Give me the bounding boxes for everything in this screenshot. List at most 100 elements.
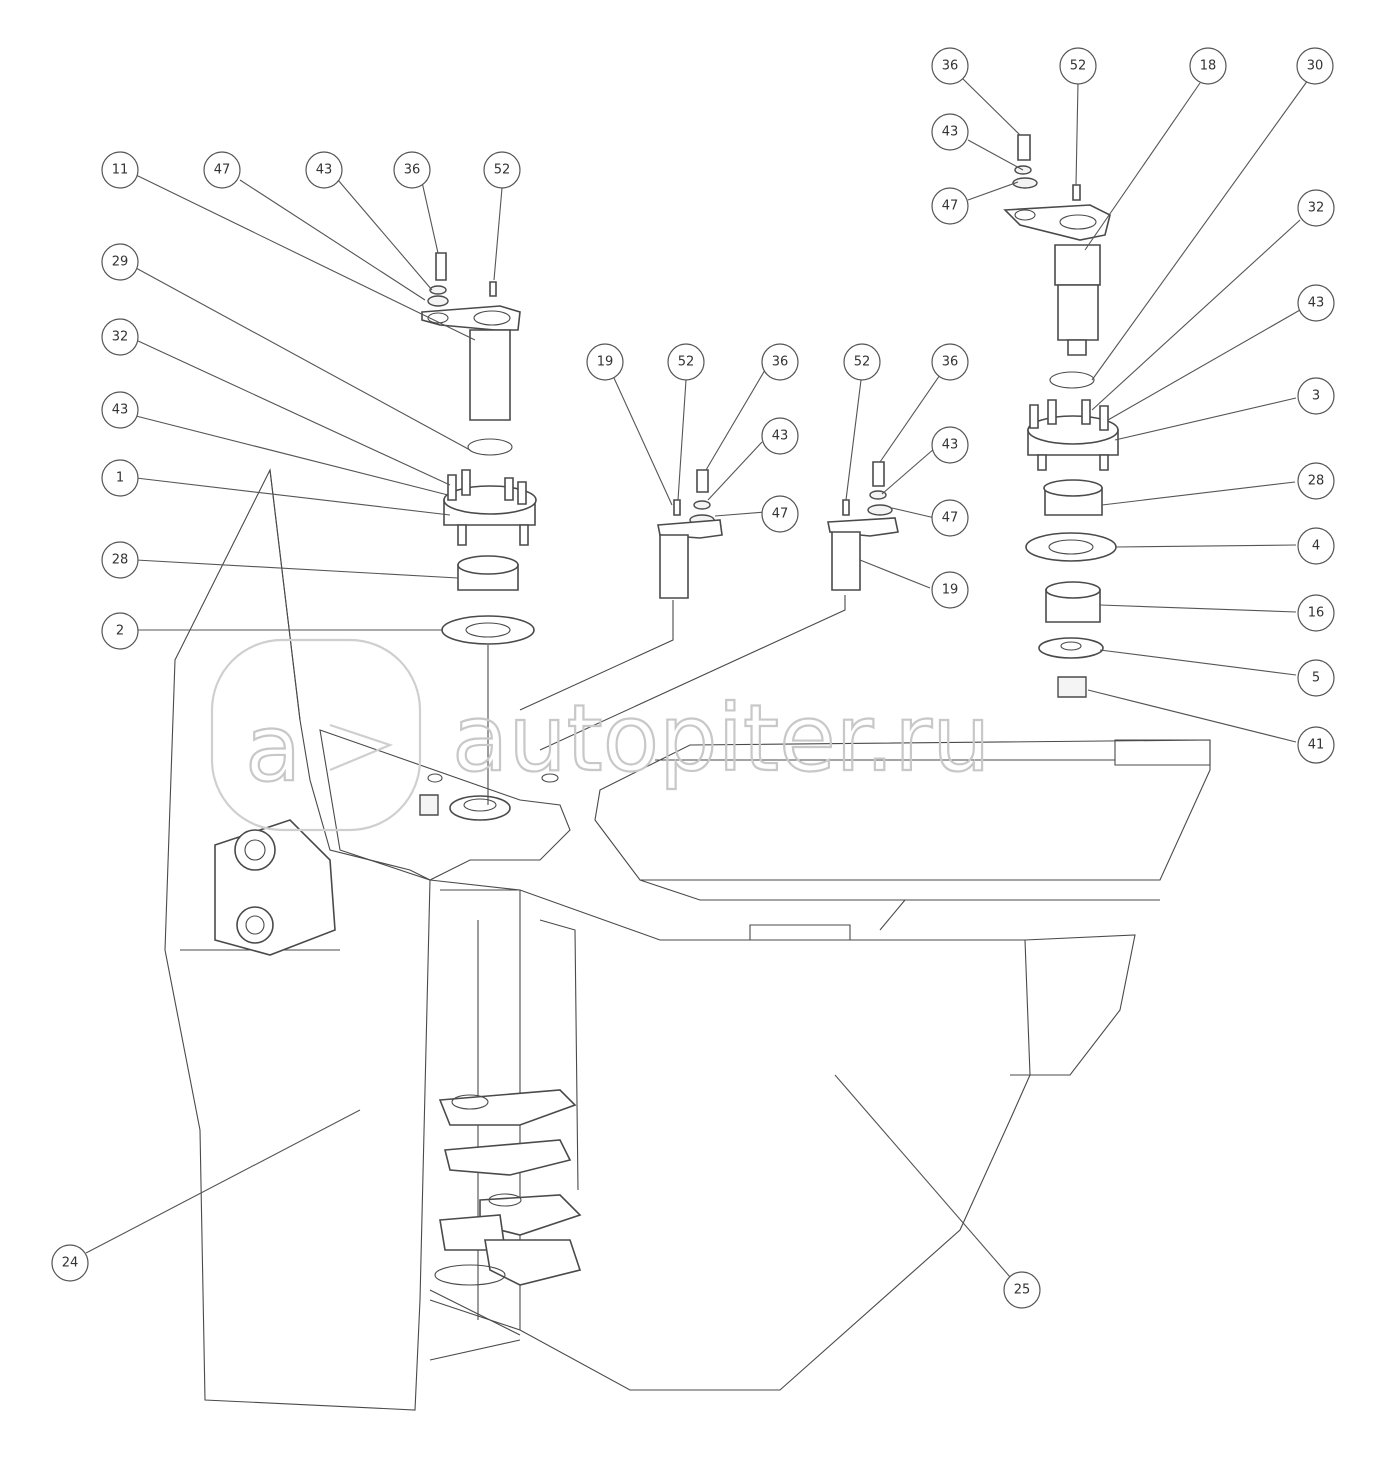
callout-circle [931, 426, 969, 464]
callout-circle [393, 151, 431, 189]
callout-43: 43 [931, 113, 969, 151]
callout-3: 3 [1297, 377, 1335, 415]
callout-52: 52 [1059, 47, 1097, 85]
callout-19: 19 [931, 571, 969, 609]
callout-circle [1297, 284, 1335, 322]
callout-circle [931, 343, 969, 381]
callout-25: 25 [1003, 1271, 1041, 1309]
callout-16: 16 [1297, 594, 1335, 632]
callout-circle [931, 47, 969, 85]
callout-43: 43 [101, 391, 139, 429]
callout-5: 5 [1297, 659, 1335, 697]
callout-label: 43 [942, 125, 959, 140]
callout-circle [667, 343, 705, 381]
frame-part-25 [429, 739, 1211, 1391]
callout-label: 32 [1308, 201, 1325, 216]
callout-52: 52 [843, 343, 881, 381]
callout-4: 4 [1297, 527, 1335, 565]
callout-circle [1296, 47, 1334, 85]
callout-label: 36 [942, 59, 959, 74]
callout-circle [1059, 47, 1097, 85]
callout-label: 43 [942, 438, 959, 453]
callout-circle [483, 151, 521, 189]
callout-circle [1003, 1271, 1041, 1309]
middle-pin-19a [519, 469, 723, 711]
callout-29: 29 [101, 243, 139, 281]
callout-36: 36 [931, 343, 969, 381]
callout-circle [101, 459, 139, 497]
callout-circle [931, 113, 969, 151]
callout-47: 47 [931, 499, 969, 537]
callout-label: 47 [772, 507, 789, 522]
callout-label: 47 [942, 199, 959, 214]
callout-circle [931, 187, 969, 225]
callout-19: 19 [586, 343, 624, 381]
callout-label: 5 [1312, 671, 1320, 686]
callout-label: 43 [112, 403, 129, 418]
callout-41: 41 [1297, 726, 1335, 764]
callout-circle [1297, 659, 1335, 697]
callout-47: 47 [761, 495, 799, 533]
callout-label: 19 [942, 583, 959, 598]
callout-18: 18 [1189, 47, 1227, 85]
callout-label: 36 [942, 355, 959, 370]
callout-32: 32 [101, 318, 139, 356]
callout-label: 47 [942, 511, 959, 526]
right-pin-stack [1003, 134, 1119, 698]
callout-circle [101, 612, 139, 650]
callout-label: 52 [1070, 59, 1087, 74]
callout-label: 52 [494, 163, 511, 178]
callout-circle [305, 151, 343, 189]
callout-label: 43 [1308, 296, 1325, 311]
callout-label: 43 [772, 429, 789, 444]
callout-52: 52 [483, 151, 521, 189]
callout-label: 25 [1014, 1283, 1031, 1298]
callout-circle [101, 151, 139, 189]
leader-lines [85, 77, 1309, 1278]
callout-30: 30 [1296, 47, 1334, 85]
callout-circle [843, 343, 881, 381]
callout-label: 32 [112, 330, 129, 345]
left-pin-stack [421, 252, 537, 805]
callout-47: 47 [931, 187, 969, 225]
callout-label: 4 [1312, 539, 1320, 554]
callout-label: 47 [214, 163, 231, 178]
callout-label: 28 [1308, 474, 1325, 489]
callout-label: 30 [1307, 59, 1324, 74]
middle-pin-19b [539, 461, 899, 751]
callout-label: 18 [1200, 59, 1217, 74]
callout-label: 3 [1312, 389, 1320, 404]
callout-label: 36 [404, 163, 421, 178]
callout-52: 52 [667, 343, 705, 381]
callout-1: 1 [101, 459, 139, 497]
callout-36: 36 [931, 47, 969, 85]
callout-circle [761, 417, 799, 455]
callout-36: 36 [761, 343, 799, 381]
callout-2: 2 [101, 612, 139, 650]
watermark-logo: a autopiter.ru [210, 638, 992, 832]
callout-circle [586, 343, 624, 381]
callout-circle [761, 495, 799, 533]
callout-circle [1297, 594, 1335, 632]
callout-circle [51, 1244, 89, 1282]
callout-circle [931, 571, 969, 609]
watermark-text: autopiter.ru [452, 685, 990, 792]
callout-label: 29 [112, 255, 129, 270]
callout-circle [101, 243, 139, 281]
callout-label: 24 [62, 1256, 79, 1271]
callout-label: 52 [854, 355, 871, 370]
callout-circle [1297, 462, 1335, 500]
callout-circle [1297, 189, 1335, 227]
callout-group: 36 52 18 30 43 47 32 43 3 28 4 16 5 41 11 47 43 36 52 29 32 4… [51, 47, 1335, 1309]
callout-label: 41 [1308, 738, 1325, 753]
lower-linkage [429, 889, 582, 1361]
callout-label: 28 [112, 553, 129, 568]
callout-circle [1189, 47, 1227, 85]
callout-label: 11 [112, 163, 129, 178]
callout-label: 16 [1308, 606, 1325, 621]
watermark-logo-letter: a [245, 695, 301, 802]
hinge-plate-assembly [214, 729, 571, 956]
callout-43: 43 [1297, 284, 1335, 322]
callout-circle [101, 541, 139, 579]
